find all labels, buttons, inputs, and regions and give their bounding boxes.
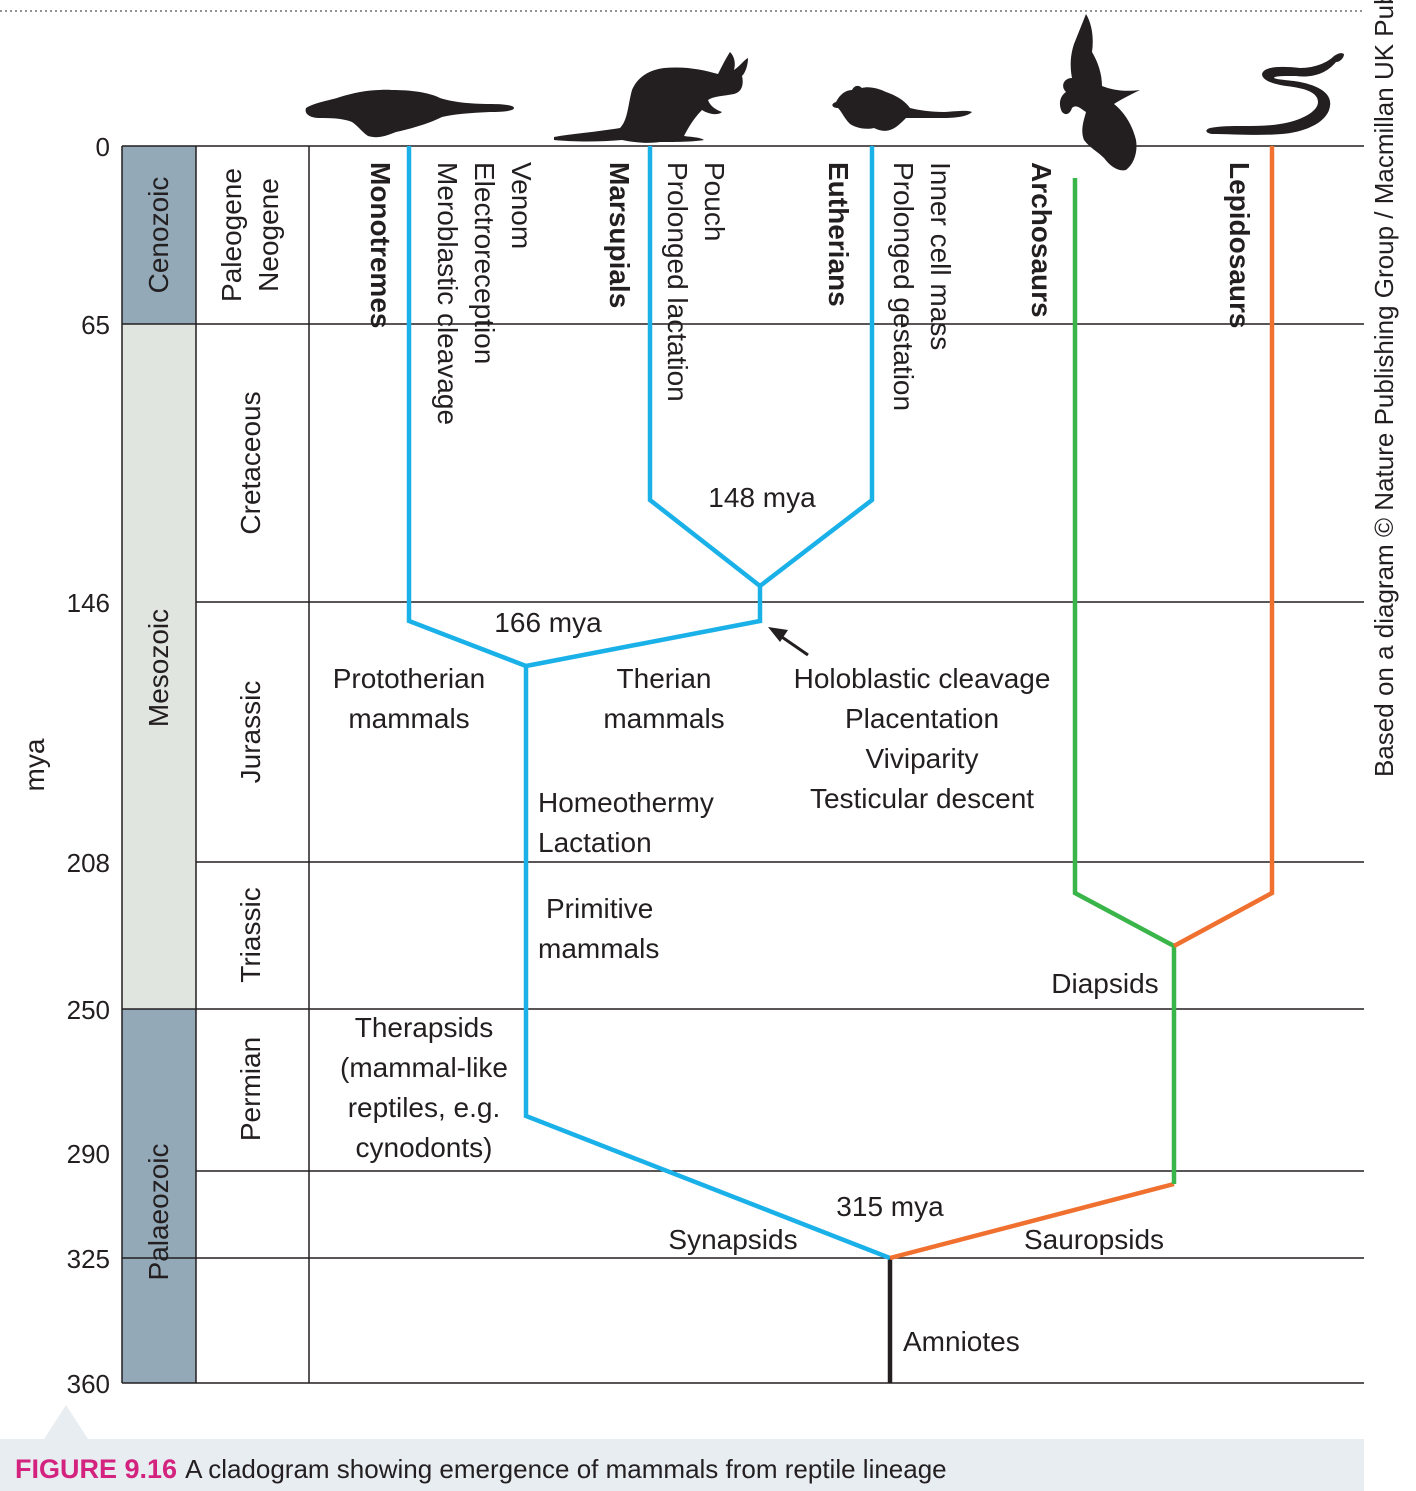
trait-meroblastic-cleavage: Meroblastic cleavage	[432, 162, 463, 425]
credit-line: Based on a diagram © Nature Publishing G…	[1369, 0, 1399, 777]
platypus-icon	[305, 89, 514, 138]
era-band-palaeozoic	[122, 1009, 196, 1383]
tick-290: 290	[67, 1139, 110, 1169]
branch-marsupials	[647, 146, 762, 588]
period-paleogene: Paleogene	[216, 168, 247, 302]
tick-65: 65	[81, 310, 110, 340]
group-therapsids-line4: cynodonts)	[356, 1132, 493, 1163]
divergence-166: 166 mya	[494, 607, 602, 638]
trait-placentation: Placentation	[845, 703, 999, 734]
trait-homeothermy: Homeothermy	[538, 787, 714, 818]
time-grid	[121, 145, 1364, 1384]
tick-146: 146	[67, 588, 110, 618]
clade-marsupials: Marsupials	[604, 162, 635, 308]
trait-venom: Venom	[506, 162, 537, 249]
trait-pouch: Pouch	[699, 162, 730, 241]
group-therapsids-line1: Therapsids	[355, 1012, 494, 1043]
group-amniotes: Amniotes	[903, 1326, 1020, 1357]
figure-label: FIGURE 9.16	[15, 1454, 178, 1484]
branch-archosaurs	[1072, 178, 1176, 948]
branch-eutherians	[758, 146, 875, 588]
divergence-315: 315 mya	[836, 1191, 944, 1222]
trait-testicular-descent: Testicular descent	[810, 783, 1034, 814]
clade-lepidosaurs: Lepidosaurs	[1224, 162, 1255, 328]
trait-lactation: Lactation	[538, 827, 652, 858]
figure-caption-text: A cladogram showing emergence of mammals…	[185, 1454, 947, 1484]
caption-notch	[44, 1405, 88, 1439]
kangaroo-icon	[554, 52, 748, 143]
branch-synapsids	[523, 666, 891, 1261]
branch-sauropsids	[889, 1181, 1175, 1261]
group-diapsids: Diapsids	[1051, 968, 1158, 999]
period-neogene: Neogene	[253, 178, 284, 292]
tick-360: 360	[67, 1369, 110, 1399]
bird-icon	[1059, 14, 1140, 171]
trait-electroreception: Electroreception	[469, 162, 500, 364]
era-cenozoic: Cenozoic	[143, 177, 174, 294]
group-therian-line1: Therian	[617, 663, 712, 694]
period-permian: Permian	[235, 1037, 266, 1141]
trait-prolonged-lactation: Prolonged lactation	[662, 162, 693, 402]
period-triassic: Triassic	[235, 887, 266, 982]
group-therapsids-line2: (mammal-like	[340, 1052, 508, 1083]
axis-ticks: 0 65 146 208 250 290 325 360	[67, 132, 110, 1399]
era-mesozoic: Mesozoic	[143, 609, 174, 727]
trait-holoblastic-cleavage: Holoblastic cleavage	[794, 663, 1051, 694]
era-palaeozoic: Palaeozoic	[143, 1144, 174, 1281]
tick-250: 250	[67, 995, 110, 1025]
era-band-cenozoic	[122, 146, 196, 324]
divergence-148: 148 mya	[708, 482, 816, 513]
branch-lepidosaurs	[1172, 146, 1275, 948]
trait-inner-cell-mass: Inner cell mass	[925, 162, 956, 350]
trait-viviparity: Viviparity	[865, 743, 978, 774]
snake-icon	[1206, 53, 1344, 135]
group-sauropsids: Sauropsids	[1024, 1224, 1164, 1255]
clade-eutherians: Eutherians	[823, 162, 854, 307]
branch-therians	[525, 586, 763, 669]
period-jurassic: Jurassic	[235, 681, 266, 784]
tick-325: 325	[67, 1244, 110, 1274]
group-primitive-line2: mammals	[538, 933, 659, 964]
group-prototherian-line2: mammals	[348, 703, 469, 734]
branch-monotremes	[406, 146, 527, 669]
period-cretaceous: Cretaceous	[235, 391, 266, 534]
clade-monotremes: Monotremes	[365, 162, 396, 328]
group-therian-line2: mammals	[603, 703, 724, 734]
group-therapsids-line3: reptiles, e.g.	[348, 1092, 501, 1123]
era-band-mesozoic	[122, 324, 196, 1009]
tick-208: 208	[67, 848, 110, 878]
arrow-icon	[768, 627, 809, 657]
caption-bar	[0, 1439, 1364, 1491]
clade-archosaurs: Archosaurs	[1026, 162, 1057, 318]
group-prototherian-line1: Prototherian	[333, 663, 486, 694]
rodent-icon	[832, 85, 972, 131]
group-synapsids: Synapsids	[668, 1224, 797, 1255]
axis-title: mya	[19, 738, 50, 791]
tick-0: 0	[96, 132, 110, 162]
trait-prolonged-gestation: Prolonged gestation	[888, 162, 919, 411]
group-primitive-line1: Primitive	[546, 893, 653, 924]
